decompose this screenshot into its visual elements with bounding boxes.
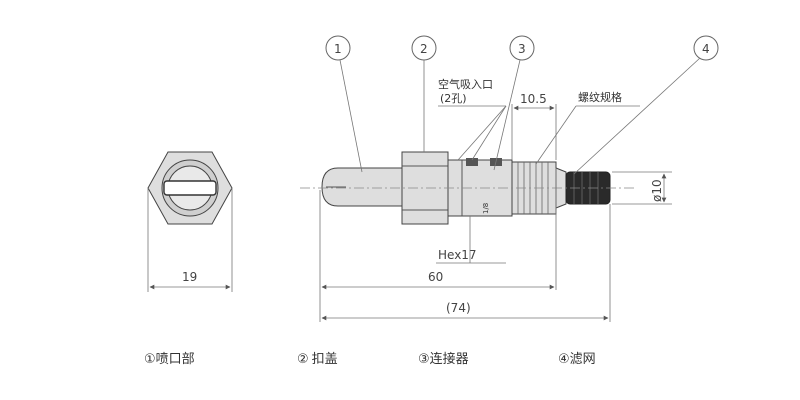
callout-1-text: 1 (334, 42, 342, 56)
legend-num-3: ③ (418, 352, 430, 367)
legend-num-2: ② (297, 352, 309, 367)
dim-d10-text: ø10 (650, 179, 664, 202)
dimension-width-19: 19 (149, 270, 231, 290)
callout-4: 4 (573, 35, 719, 175)
callout-2-text: 2 (420, 42, 428, 56)
legend-num-1: ① (144, 352, 156, 367)
callout-2: 2 (411, 35, 437, 152)
legend-text-4: 滤网 (569, 352, 596, 367)
dimension-diameter-10: ø10 (650, 173, 667, 203)
air-inlet-label: 空气吸入口 (438, 77, 493, 91)
end-view (147, 151, 233, 292)
dim-19-text: 19 (182, 270, 197, 284)
callout-4-text: 4 (702, 42, 710, 56)
legend-text-1: 喷口部 (155, 352, 195, 367)
legend-num-4: ④ (558, 352, 570, 367)
callout-3-text: 3 (518, 42, 526, 56)
legend-item-filter: ④滤网 (558, 348, 596, 367)
legend-text-2: 扣盖 (311, 352, 338, 367)
hex-label: Hex17 (438, 248, 477, 262)
dim-60-text: 60 (428, 270, 443, 284)
dim-10-5-text: 10.5 (520, 92, 547, 106)
thread-spec-annotation: 螺纹规格 (535, 90, 640, 165)
dim-74-text: (74) (446, 301, 471, 315)
dimension-60: 60 (321, 270, 555, 290)
air-inlet-annotation: 空气吸入口 (2孔) (438, 77, 507, 161)
air-holes-label: (2孔) (440, 92, 467, 105)
small-mark-label: 1/8 (482, 203, 490, 214)
legend-item-connector: ③连接器 (418, 348, 469, 367)
thread-spec-label: 螺纹规格 (578, 90, 622, 104)
dimension-74: (74) (321, 301, 609, 321)
hex-annotation: Hex17 (436, 216, 506, 264)
legend-text-3: 连接器 (429, 352, 469, 367)
callout-3: 3 (493, 35, 535, 171)
callout-1: 1 (325, 35, 363, 173)
dimension-10-5: 10.5 (513, 92, 555, 111)
legend-item-nozzle: ①喷口部 (144, 348, 195, 367)
